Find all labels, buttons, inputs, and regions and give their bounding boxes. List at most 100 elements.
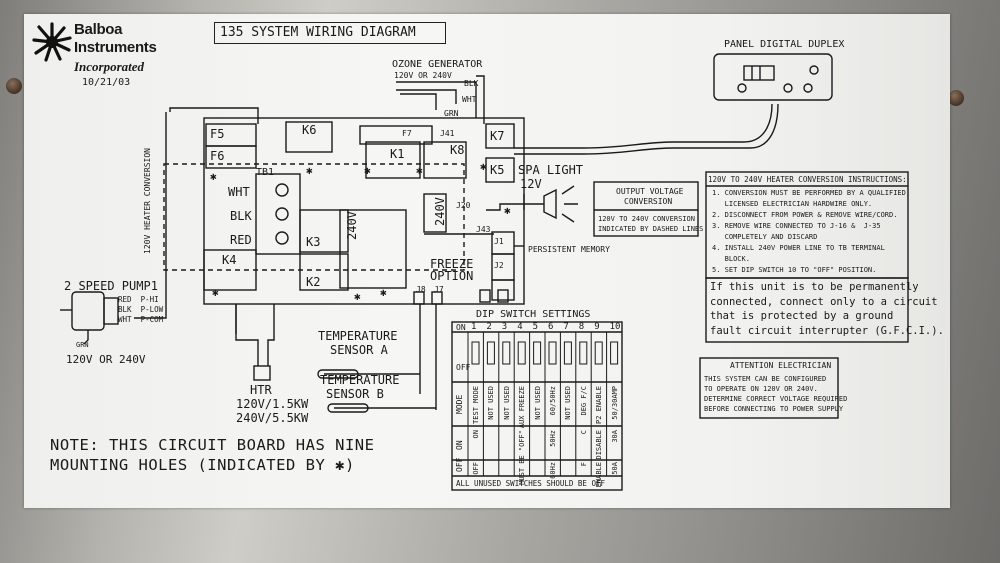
dip-footer: ALL UNUSED SWITCHES SHOULD BE OFF xyxy=(456,479,606,488)
spa-light-label: SPA LIGHT xyxy=(518,163,584,177)
ozone-voltage: 120V OR 240V xyxy=(394,71,452,80)
ozone-blk: BLK xyxy=(464,79,479,88)
mounting-hole-mark: ✱ xyxy=(416,164,423,177)
mounting-hole-mark: ✱ xyxy=(380,286,387,299)
dip-on-value: MUST BE "OFF" xyxy=(518,430,527,485)
instruction-line: 1. CONVERSION MUST BE PERFORMED BY A QUA… xyxy=(712,189,911,197)
label-heater-conversion: 120V HEATER CONVERSION xyxy=(143,148,152,254)
temp-sensor-b-line1: TEMPERATURE xyxy=(320,373,400,387)
dip-number: 10 xyxy=(609,322,621,332)
screw-top-right xyxy=(948,90,964,106)
label-j2: J2 xyxy=(494,261,504,270)
dip-switch-1 xyxy=(471,341,480,365)
label-j41: J41 xyxy=(440,129,455,138)
dip-on-value: DISABLE xyxy=(595,430,604,460)
label-k1: K1 xyxy=(390,147,405,161)
mounting-hole-mark: ✱ xyxy=(504,204,511,217)
dip-mode: 60/50Hz xyxy=(549,386,557,416)
pump-voltage: 120V OR 240V xyxy=(66,353,146,366)
panel-label: PANEL DIGITAL DUPLEX xyxy=(724,39,845,50)
brand-name: Balboa xyxy=(74,21,123,38)
dip-switch-10 xyxy=(610,341,619,365)
dip-mode: DEG F/C xyxy=(579,386,588,416)
ozone-grn: GRN xyxy=(444,109,459,118)
dip-switch-7 xyxy=(563,341,572,365)
warning-line: If this unit is to be permanently xyxy=(710,281,919,293)
label-f5: F5 xyxy=(210,127,225,141)
temp-sensor-a-line1: TEMPERATURE xyxy=(318,329,398,343)
heater-rating-120: 120V/1.5KW xyxy=(236,397,309,411)
instruction-line: LICENSED ELECTRICIAN HARDWIRE ONLY. xyxy=(712,200,873,208)
label-j43: J43 xyxy=(476,225,491,234)
dip-mode: NOT USED xyxy=(502,386,511,420)
mounting-note-line2: MOUNTING HOLES (INDICATED BY ✱) xyxy=(50,456,355,474)
dip-mode: P2 ENABLE xyxy=(595,386,604,424)
dip-mode: 50/30AMP xyxy=(610,386,619,420)
instruction-line: 4. INSTALL 240V POWER LINE TO TB TERMINA… xyxy=(712,244,885,252)
title-box xyxy=(214,22,446,44)
instruction-line: 3. REMOVE WIRE CONNECTED TO J-16 & J-35 xyxy=(712,222,881,230)
brand-name-3: Incorporated xyxy=(74,59,145,74)
instruction-line: 5. SET DIP SWITCH 10 TO "OFF" POSITION. xyxy=(712,266,877,274)
output-voltage-body: 120V TO 240V CONVERSION xyxy=(598,215,695,223)
dip-switch-3 xyxy=(502,341,511,365)
dip-switch-2 xyxy=(486,341,495,365)
dip-mode: NOT USED xyxy=(533,386,542,420)
persistent-memory-label: PERSISTENT MEMORY xyxy=(528,245,610,254)
label-240v-a: 240V xyxy=(345,211,359,240)
mounting-hole-mark: ✱ xyxy=(306,164,313,177)
attention-line: DETERMINE CORRECT VOLTAGE REQUIRED xyxy=(704,395,848,403)
dip-row-on: ON xyxy=(455,440,464,450)
label-terminal-red: RED xyxy=(230,233,252,247)
dip-on-header: ON xyxy=(456,323,466,332)
label-k3: K3 xyxy=(306,235,321,249)
output-voltage-body-2: INDICATED BY DASHED LINES xyxy=(598,225,704,233)
label-terminal-blk: BLK xyxy=(230,209,252,223)
label-j1: J1 xyxy=(494,237,504,246)
attention-line: TO OPERATE ON 120V OR 240V. xyxy=(704,385,818,393)
dip-off-value: F xyxy=(579,462,588,467)
warning-line: connected, connect only to a circuit xyxy=(710,295,938,308)
label-240v-b: 240V xyxy=(433,197,447,226)
instructions-title: 120V TO 240V HEATER CONVERSION INSTRUCTI… xyxy=(708,175,907,184)
dip-switch-6 xyxy=(548,341,557,365)
dip-number: 2 xyxy=(486,322,492,332)
label-tb1: TB1 xyxy=(256,167,275,178)
screw-top-left xyxy=(6,78,22,94)
mounting-hole-mark: ✱ xyxy=(212,286,219,299)
label-f6: F6 xyxy=(210,149,225,163)
dip-on-value: C xyxy=(579,430,588,435)
temp-sensor-b-line2: SENSOR B xyxy=(326,387,384,401)
wiring-diagram-sheet: Balboa Instruments Incorporated 10/21/03… xyxy=(24,14,950,508)
label-j20: J20 xyxy=(456,201,471,210)
heater-rating-240: 240V/5.5KW xyxy=(236,411,309,425)
dip-number: 9 xyxy=(594,322,600,332)
dip-number: 8 xyxy=(578,322,585,332)
dip-off-value: 60Hz xyxy=(549,462,557,479)
label-k7: K7 xyxy=(490,129,505,143)
dip-mode: NOT USED xyxy=(487,386,496,420)
mounting-hole-mark: ✱ xyxy=(480,160,487,173)
diagram-title: 135 SYSTEM WIRING DIAGRAM xyxy=(220,25,416,40)
label-k8: K8 xyxy=(450,143,465,157)
ozone-wht: WHT xyxy=(462,95,477,104)
dip-mode: AUX FREEZE xyxy=(518,386,527,429)
label-terminal-wht: WHT xyxy=(228,185,250,199)
pump-wire-label: BLK P-LOW xyxy=(118,305,164,314)
mounting-hole-mark: ✱ xyxy=(210,170,217,183)
mounting-hole-mark: ✱ xyxy=(354,290,361,303)
label-k5: K5 xyxy=(490,163,505,177)
label-k2: K2 xyxy=(306,275,321,289)
dip-on-value: ON xyxy=(472,430,480,439)
temp-sensor-a-line2: SENSOR A xyxy=(330,343,388,357)
pump-label: 2 SPEED PUMP1 xyxy=(64,279,158,293)
label-k6: K6 xyxy=(302,123,317,137)
dip-off-value: 50A xyxy=(610,462,619,475)
label-f7: F7 xyxy=(402,129,412,138)
dip-number: 6 xyxy=(548,322,554,332)
dip-switch-4 xyxy=(517,341,526,365)
ozone-label: OZONE GENERATOR xyxy=(392,59,483,70)
pump-wire-label: RED P-HI xyxy=(118,295,159,304)
label-j7: J7 xyxy=(434,285,444,294)
attention-line: THIS SYSTEM CAN BE CONFIGURED xyxy=(704,375,827,383)
